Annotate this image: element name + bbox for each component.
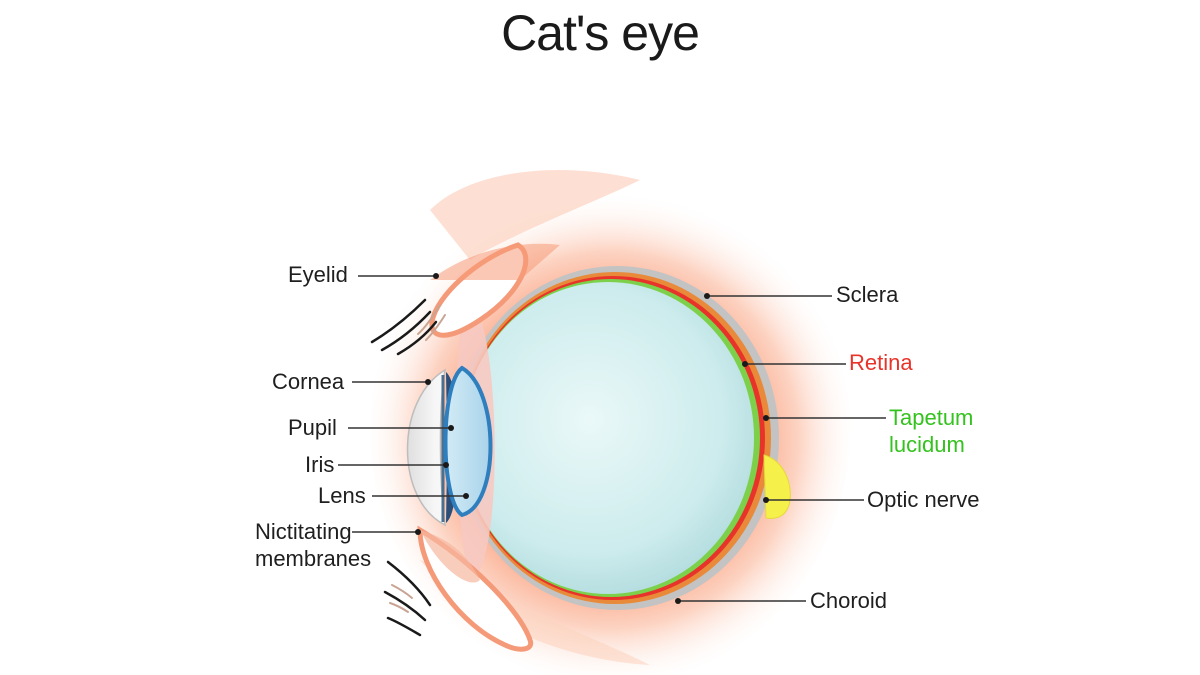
lens-shape (443, 365, 493, 518)
leader-dots-left (415, 273, 469, 535)
label-cornea: Cornea (272, 369, 345, 394)
label-eyelid: Eyelid (288, 262, 348, 287)
label-iris: Iris (305, 452, 335, 477)
leader-lines-left (338, 275, 466, 533)
label-sclera: Sclera (836, 282, 899, 307)
lower-eyelashes (383, 560, 432, 637)
label-nictitating: Nictitating (255, 519, 352, 544)
label-membranes: membranes (255, 546, 372, 571)
label-lucidum: lucidum (889, 432, 965, 457)
vitreous-body (462, 282, 754, 594)
upper-eyelashes (370, 298, 438, 356)
label-lens: Lens (318, 483, 366, 508)
cornea-shape (406, 368, 447, 527)
diagram-title: Cat's eye (501, 5, 700, 61)
leader-lines-right (678, 295, 886, 602)
leader-dots-right (675, 293, 769, 604)
label-optic-nerve: Optic nerve (867, 487, 980, 512)
label-tapetum: Tapetum (889, 405, 974, 430)
label-pupil: Pupil (288, 415, 337, 440)
label-choroid: Choroid (810, 588, 888, 613)
label-retina: Retina (849, 350, 913, 375)
